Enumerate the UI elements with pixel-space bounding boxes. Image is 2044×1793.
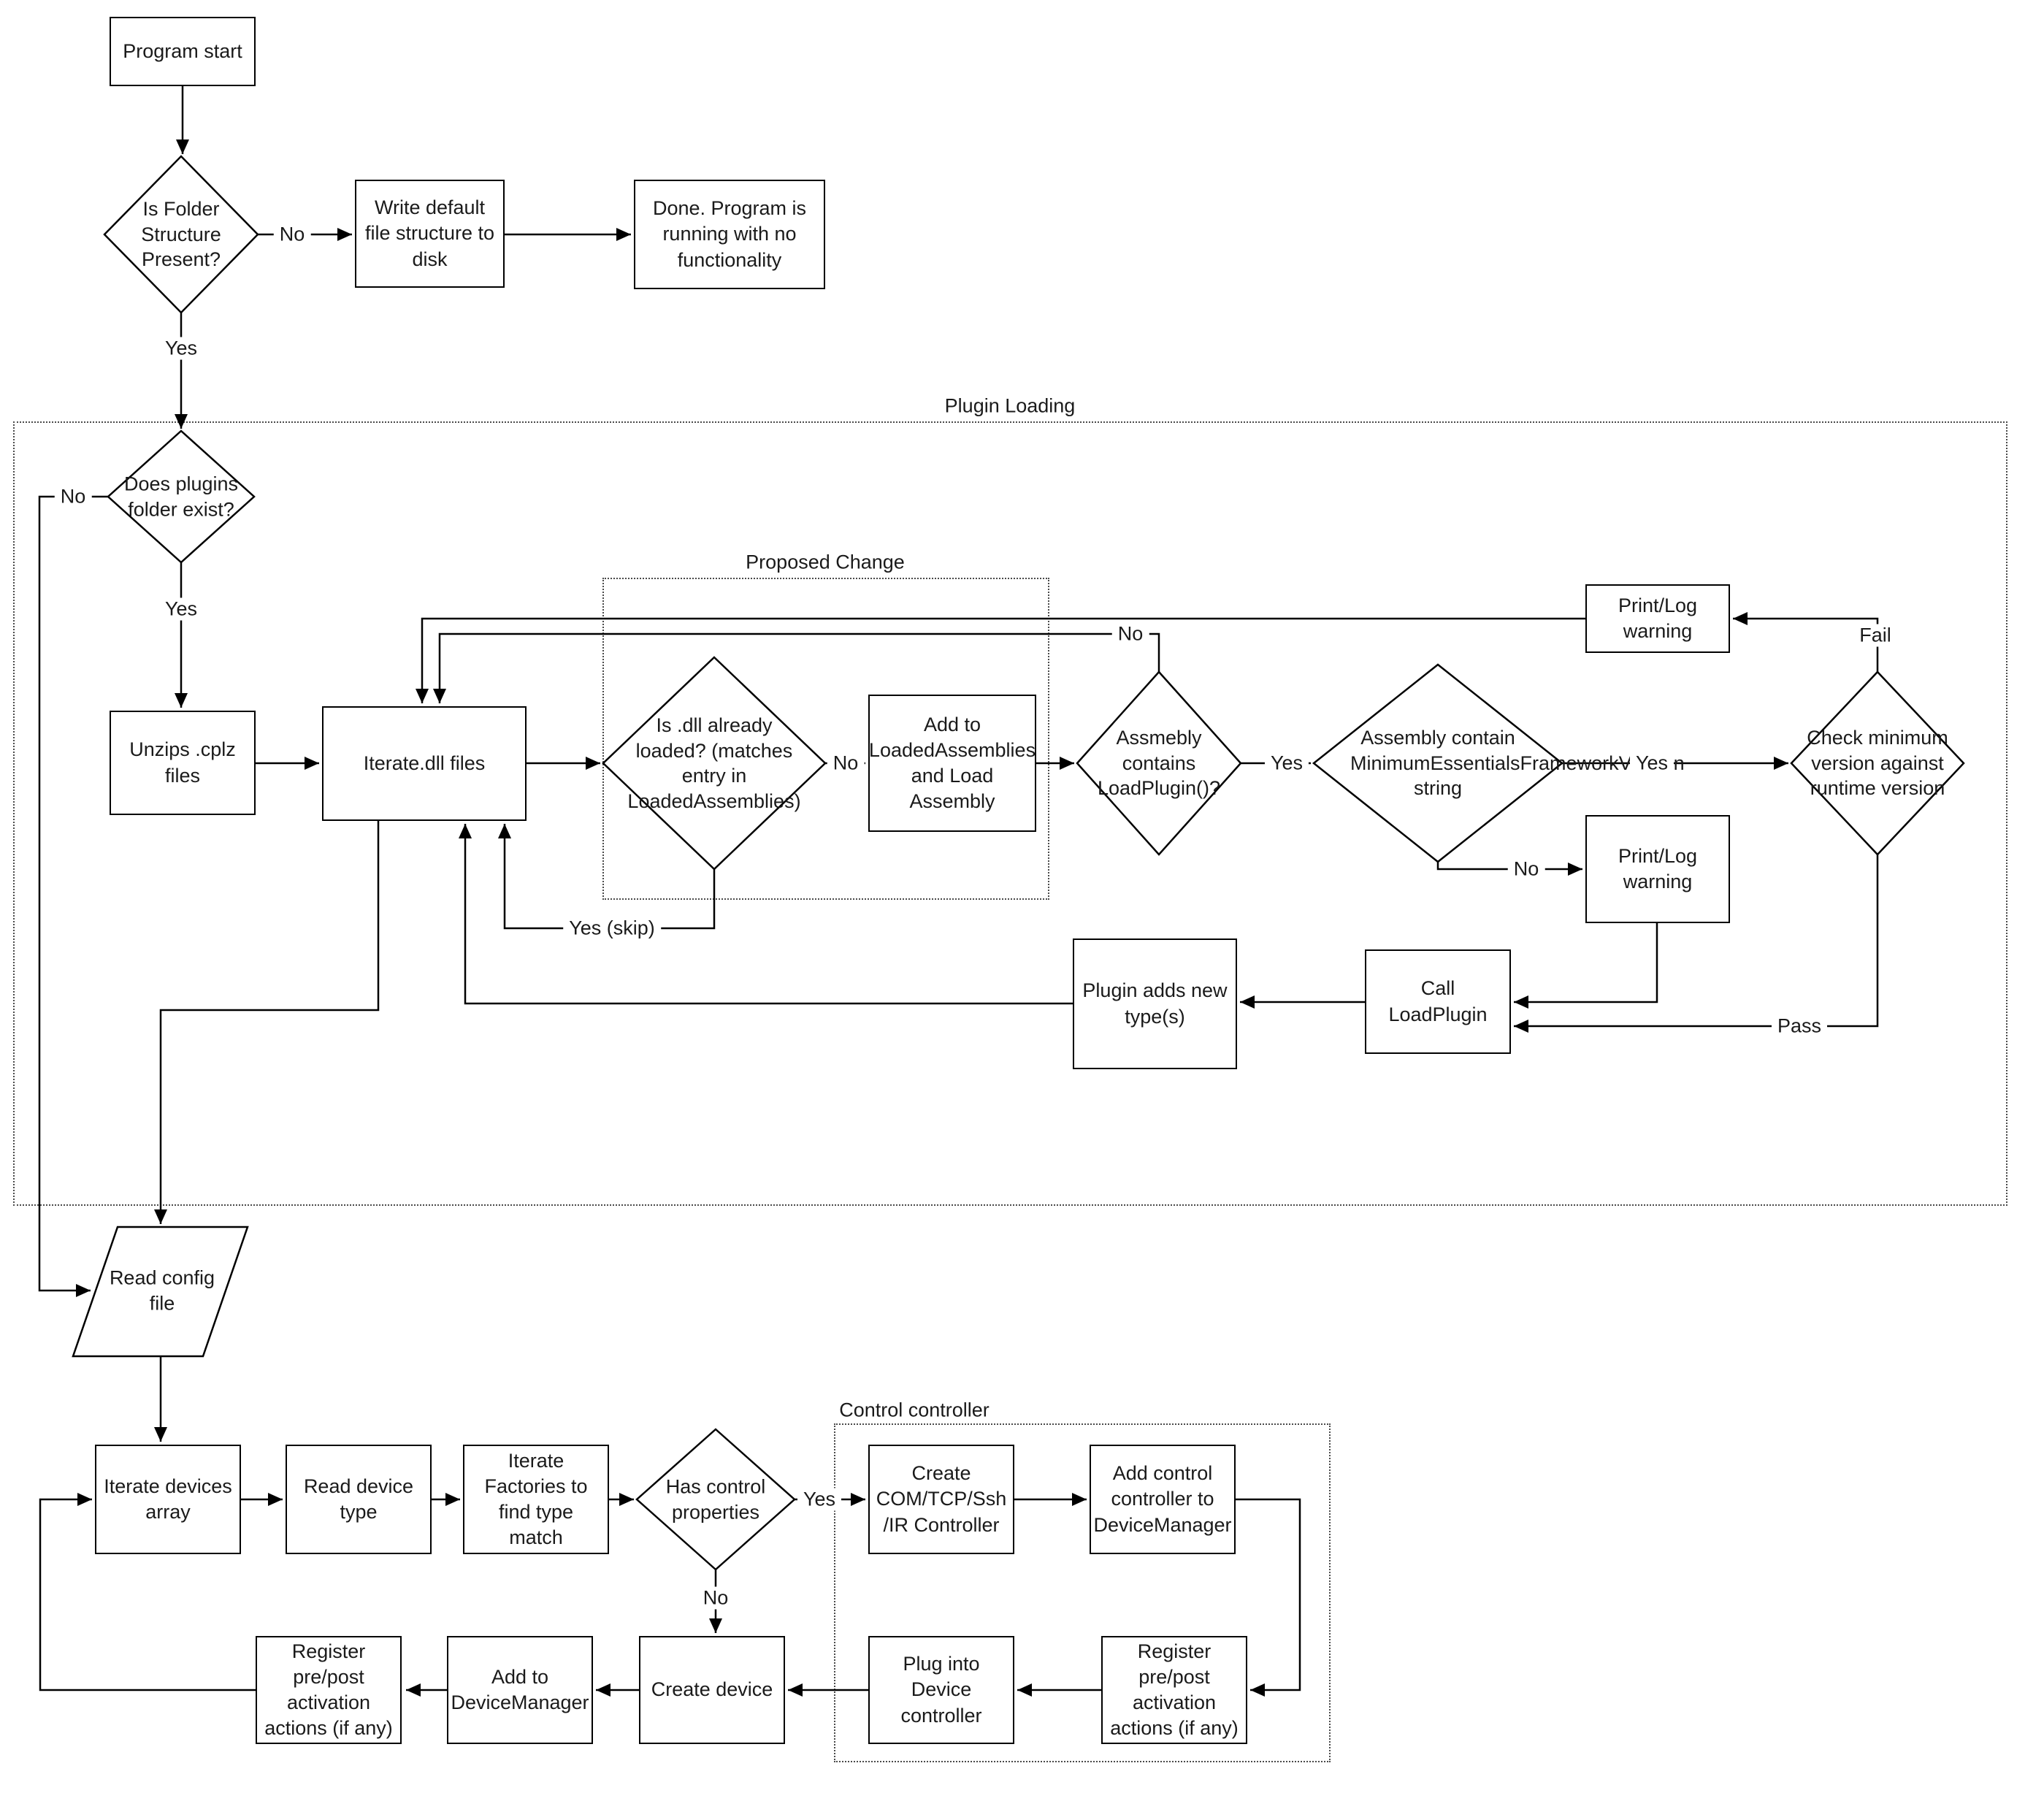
node-has-control-properties: Has control properties: [665, 1475, 766, 1523]
diamond-contains-loadplugin: [1076, 670, 1242, 856]
diamond-dll-loaded: [602, 656, 827, 871]
node-assembly-contains-version: Assembly contain MinimumEssentialsFramew…: [1350, 727, 1685, 800]
node-program-start: Program start: [110, 17, 256, 86]
diamond-is-folder-structure: [103, 155, 259, 314]
control-controller-label: Control controller: [832, 1399, 997, 1422]
edge-label-version-yes: Yes: [1629, 752, 1674, 775]
node-plug-into-device-controller: Plug into Device controller: [868, 1636, 1014, 1744]
node-register-prepost-left: Register pre/post activation actions (if…: [256, 1636, 402, 1744]
edge-label-loadplugin-no: No: [1111, 622, 1149, 646]
node-iterate-dll-files: Iterate.dll files: [322, 706, 527, 821]
node-plugin-adds-types: Plugin adds new type(s): [1073, 938, 1237, 1069]
node-create-com-controller: Create COM/TCP/Ssh /IR Controller: [868, 1445, 1014, 1554]
edge-label-folder-no: No: [273, 223, 311, 246]
node-register-prepost-right: Register pre/post activation actions (if…: [1101, 1636, 1247, 1744]
edge-label-check-pass: Pass: [1771, 1014, 1828, 1038]
edge-addcontrol-to-register: [1236, 1498, 1301, 1697]
node-unzips-cplz: Unzips .cplz files: [110, 711, 256, 815]
node-assembly-contains-loadplugin: Assmebly contains LoadPlugin()?: [1097, 727, 1221, 800]
edge-pluginadds-to-iterate: [459, 824, 1073, 1005]
node-is-dll-loaded: Is .dll already loaded? (matches entry i…: [627, 714, 801, 812]
control-controller-container: [834, 1423, 1331, 1762]
node-does-plugins-folder-exist: Does plugins folder exist?: [123, 473, 239, 520]
node-call-loadplugin: Call LoadPlugin: [1365, 949, 1511, 1054]
node-add-control-controller: Add control controller to DeviceManager: [1090, 1445, 1236, 1554]
node-print-log-warning-top: Print/Log warning: [1585, 584, 1730, 653]
diamond-plugins-folder: [107, 429, 256, 564]
edge-plugins-no-to-readconfig: [38, 495, 108, 1297]
edge-label-folder-yes: Yes: [158, 337, 204, 360]
node-read-config-file: Read config file: [109, 1266, 215, 1314]
node-check-min-version: Check minimum version against runtime ve…: [1807, 727, 1948, 800]
diamond-version-string: [1312, 663, 1564, 863]
plugin-loading-container: [13, 421, 2007, 1206]
proposed-change-container: [602, 578, 1049, 900]
node-add-to-loadedassemblies: Add to LoadedAssemblies and Load Assembl…: [868, 695, 1036, 832]
node-read-device-type: Read device type: [286, 1445, 432, 1554]
edge-label-yes-skip: Yes (skip): [563, 917, 661, 940]
node-iterate-factories: Iterate Factories to find type match: [463, 1445, 609, 1554]
edge-label-plugins-yes: Yes: [158, 597, 204, 621]
decision-shapes: [72, 155, 1965, 1571]
node-print-log-warning-bottom: Print/Log warning: [1585, 815, 1730, 923]
node-done-no-functionality: Done. Program is running with no functio…: [634, 180, 825, 289]
node-create-device: Create device: [639, 1636, 785, 1744]
diamond-check-version: [1790, 670, 1965, 856]
edge-label-control-no: No: [697, 1586, 735, 1610]
edge-loadplugin-no-to-iterate: [433, 632, 1160, 703]
node-write-default-structure: Write default file structure to disk: [355, 180, 505, 288]
parallelogram-read-config: [72, 1226, 249, 1358]
edge-check-pass: [1514, 855, 1879, 1033]
edge-label-version-no: No: [1507, 857, 1545, 881]
edge-check-fail: [1733, 612, 1879, 672]
edge-iterate-to-readconfig: [154, 821, 380, 1224]
edge-register-loop-to-devices: [39, 1493, 256, 1691]
edge-warning-to-callloadplugin: [1514, 923, 1658, 1009]
edge-label-control-yes: Yes: [797, 1488, 842, 1511]
proposed-change-label: Proposed Change: [738, 551, 912, 574]
node-is-folder-structure: Is Folder Structure Present?: [141, 198, 221, 271]
edge-warning-top-to-iterate: [416, 617, 1585, 703]
edge-label-plugins-no: No: [54, 485, 92, 508]
plugin-loading-label: Plugin Loading: [937, 394, 1083, 418]
node-add-to-devicemanager: Add to DeviceManager: [447, 1636, 593, 1744]
diamond-has-control: [635, 1428, 796, 1571]
edge-label-loadplugin-yes: Yes: [1264, 752, 1309, 775]
edge-label-dll-loaded-no: No: [827, 752, 865, 775]
edge-label-check-fail: Fail: [1853, 624, 1897, 647]
node-iterate-devices-array: Iterate devices array: [95, 1445, 241, 1554]
